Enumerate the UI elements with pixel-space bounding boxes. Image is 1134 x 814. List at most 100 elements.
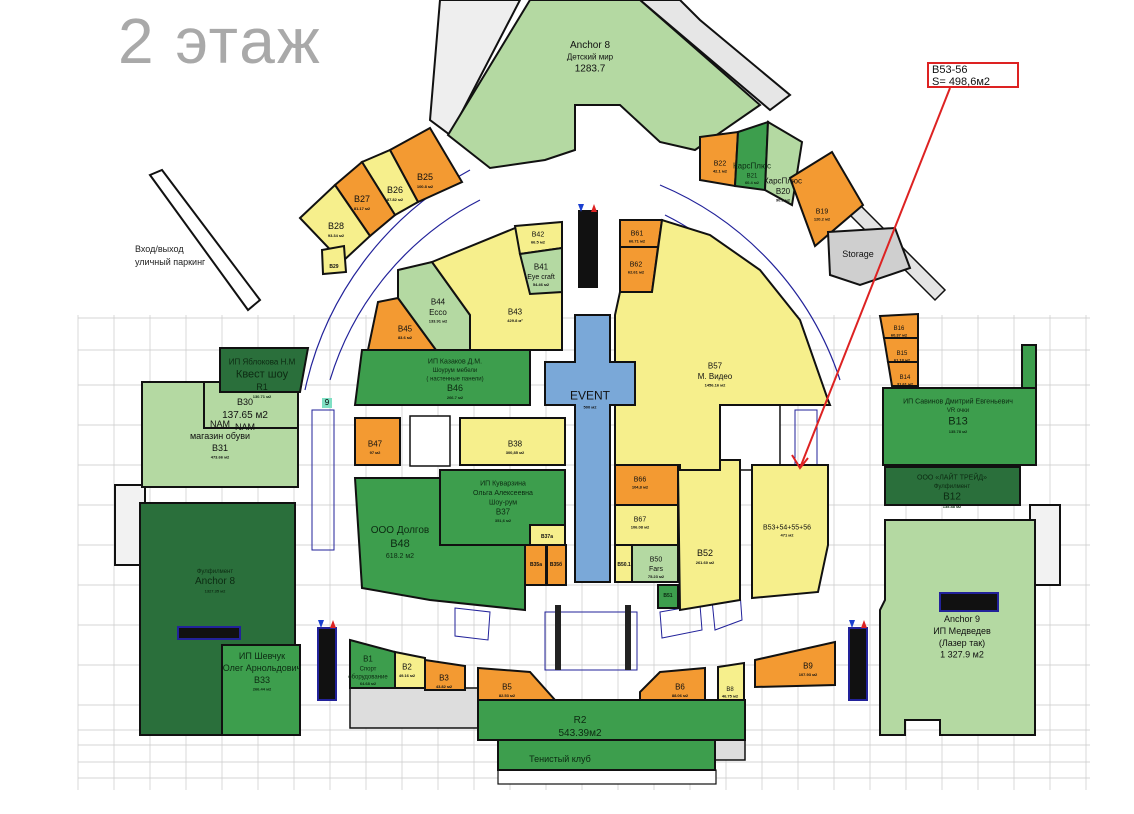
room-label-group: B35б [550, 561, 562, 568]
room-label: B2 [402, 662, 412, 671]
room-label: B62 [630, 262, 643, 269]
room-label: ООО Долгов [371, 525, 429, 536]
room-label: B30 [237, 397, 253, 407]
room-label: B25 [417, 172, 433, 182]
room-b41[interactable] [518, 246, 563, 296]
room-info: 351,6 м2 [495, 518, 512, 523]
room-info: 49.16 м2 [399, 673, 416, 678]
room-label: B51 [663, 593, 672, 599]
room-label: ИП Савинов Дмитрий Евгеньевич [903, 398, 1013, 406]
room-info: 130.71 м2 [253, 394, 272, 399]
room-label: ИП Шевчук [239, 651, 285, 661]
room-info: B12 [943, 492, 961, 503]
room-label-group: ИП Казаков Д.М.Шоурум мебели( настенные … [426, 359, 483, 400]
room-label: B1 [363, 654, 373, 663]
room-b29[interactable] [320, 244, 348, 276]
room-info: 100.8 м2 [417, 184, 434, 189]
room-b28[interactable] [298, 183, 372, 264]
room-label-group: Anchor 9ИП Медведев(Лазер так)1 327.9 м2 [933, 614, 991, 659]
parking-entry-label: Вход/выход уличный паркинг [135, 243, 205, 269]
room-info: 64.68 м2 [360, 681, 377, 686]
room-b38[interactable] [459, 417, 566, 466]
room-info: 82.53 м2 [499, 693, 516, 698]
room-label: B22 [714, 161, 727, 168]
room-r2[interactable] [477, 699, 746, 741]
room-b19[interactable] [788, 150, 865, 248]
room-b14[interactable] [886, 361, 919, 387]
annotation-arrow [799, 87, 951, 469]
escalator-icon [555, 605, 561, 670]
room-b35b[interactable] [546, 544, 567, 586]
room-info: Фулфилмент [934, 484, 970, 490]
room-info: (Лазер так) [939, 638, 985, 648]
room-b52[interactable] [676, 459, 741, 612]
room-info: 473.66 м2 [211, 455, 230, 460]
room-info: 1327.35 м2 [205, 588, 227, 593]
room-b22[interactable] [699, 130, 740, 188]
room-b53-56[interactable] [751, 464, 829, 600]
room-tennis[interactable] [497, 739, 716, 771]
floor-title: 2 этаж [118, 5, 322, 77]
room-info: B13 [948, 415, 968, 427]
room-info: 87.82 м2 [387, 197, 404, 202]
room-info: 135.78 м2 [949, 429, 968, 434]
room-info: 429.8 м² [507, 318, 523, 323]
room-label: ИП Куварзина [480, 481, 526, 488]
room-info: 543.39м2 [558, 728, 601, 739]
room-b13[interactable] [882, 344, 1037, 466]
room-b12[interactable] [884, 466, 1021, 506]
down-arrow-icon [849, 620, 855, 628]
room-b1[interactable] [349, 638, 396, 689]
room-info: 104,8 м2 [632, 485, 649, 490]
room-info: магазин обуви [190, 431, 250, 441]
room-label-group: B37a [541, 534, 553, 540]
room-info: 107.93 м2 [799, 672, 818, 677]
room-label: B29 [329, 264, 338, 270]
room-label: B14 [900, 375, 911, 381]
room-label: КарсПлюс [733, 161, 771, 170]
room-r1[interactable] [219, 347, 310, 393]
up-arrow-icon [591, 204, 597, 212]
room-b47[interactable] [354, 417, 401, 466]
room-event[interactable] [544, 314, 636, 583]
entry-label-line1: Вход/выход [135, 244, 184, 254]
room-info: 60.37 м2 [891, 332, 908, 337]
room-info: 266.7 м2 [447, 395, 464, 400]
room-label: B52 [697, 548, 713, 558]
room-info: Шоу-рум [489, 499, 517, 506]
room-label: Anchor 8 [570, 40, 610, 51]
room-anchor9[interactable] [879, 519, 1036, 736]
room-info: 66.71 м2 [629, 239, 646, 244]
room-info: 31.61 м2 [897, 381, 914, 386]
room-info: B20 [776, 187, 791, 196]
room-label: B9 [803, 661, 813, 670]
annotation-units: B53-56 [932, 64, 968, 76]
room-b33[interactable] [221, 644, 301, 736]
room-label-group: B9 107.93 м2 [799, 661, 818, 676]
room-anchor8-top[interactable] [446, 0, 762, 170]
room-info: 42.1 м2 [713, 169, 728, 174]
entry-label-line2: уличный паркинг [135, 257, 206, 267]
room-b9[interactable] [754, 640, 836, 689]
room-b51[interactable] [657, 584, 679, 609]
room-b50[interactable] [631, 544, 679, 583]
room-b5[interactable] [477, 666, 558, 701]
